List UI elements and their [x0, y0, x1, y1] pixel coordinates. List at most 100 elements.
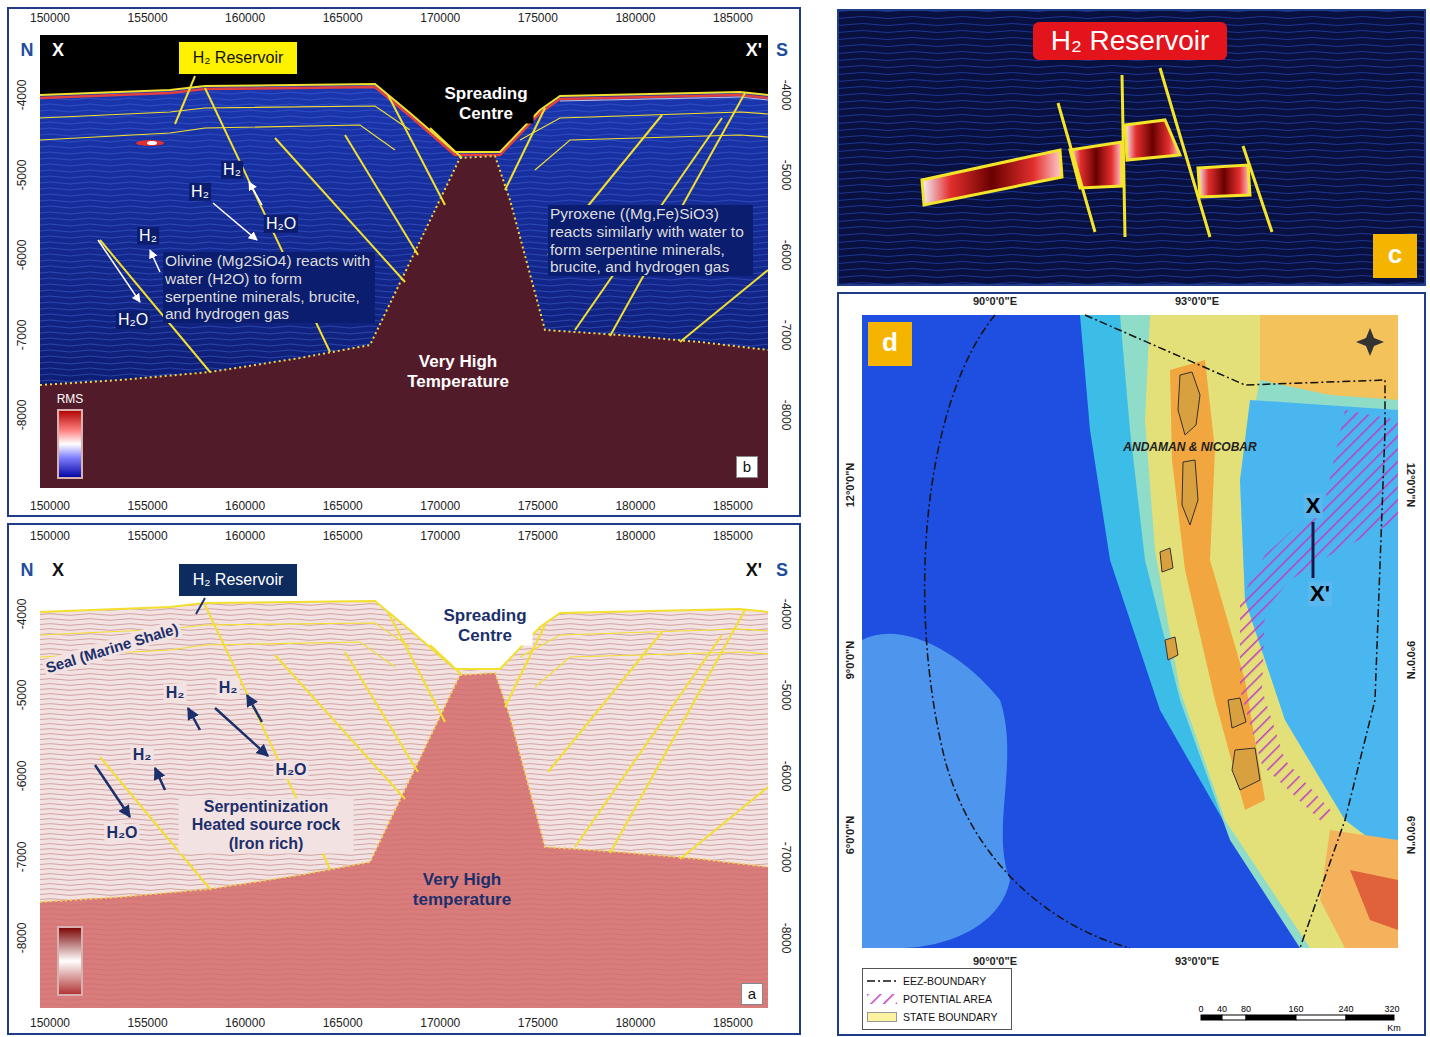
legend-text: POTENTIAL AREA: [903, 993, 992, 1005]
depth-label: -7000: [778, 840, 792, 875]
depth-label: -7000: [16, 318, 30, 353]
location-map-part-part: [1165, 637, 1178, 660]
colorbar-label: RMS: [55, 393, 86, 407]
axis-tick-label: 160000: [223, 12, 267, 26]
seismic-section-rms-part: [40, 156, 768, 385]
location-map-part-part: [1296, 1015, 1346, 1020]
hatch-sample: [867, 994, 897, 1004]
location-map-part: [1145, 315, 1398, 948]
reservoir-closeup-part-part: [1198, 165, 1250, 197]
location-map-part: [1240, 410, 1398, 822]
layer-label: Seal (Marine Shale): [42, 619, 182, 677]
boundary-line-sample: [867, 976, 897, 986]
seismic-section-rms-part: [175, 76, 195, 124]
node-text: H₂ Reservoir: [193, 570, 284, 589]
depth-label: -5000: [16, 158, 30, 193]
location-map: [838, 293, 1425, 1035]
axis-tick-label: 155000: [126, 500, 170, 514]
seismic-section-rms-part: [40, 87, 768, 155]
hatch-sample: [867, 994, 897, 1004]
seismic-section-rms-part: [40, 84, 768, 488]
reservoir-tag: H₂ Reservoir: [1033, 22, 1228, 60]
axis-tick-label: 165000: [321, 530, 365, 544]
reservoir-closeup-part-part: [1058, 103, 1095, 232]
scale-number: 0: [1196, 1004, 1205, 1014]
compass-letter: S: [774, 40, 790, 61]
location-map-part: [1350, 870, 1398, 930]
depth-label: -6000: [16, 759, 30, 794]
seismic-section-amplitude-part-part: [40, 601, 768, 889]
location-map-part: [1356, 328, 1384, 356]
node-text: d: [878, 327, 902, 358]
location-map-part: [925, 315, 1385, 948]
location-map-part-part: [1182, 460, 1198, 525]
depth-label: -6000: [778, 238, 792, 273]
depth-label: -8000: [778, 921, 792, 956]
process-note: Serpentinization Heated source rock (Iro…: [179, 798, 354, 853]
flow-label: H₂O: [264, 215, 298, 233]
flow-label: H₂: [189, 183, 211, 201]
location-map-part: [862, 634, 1010, 948]
seismic-section-rms-part: [40, 84, 768, 372]
flow-label: H₂: [131, 746, 154, 764]
compass-letter: N: [19, 560, 36, 581]
section-end-label: X: [1304, 493, 1323, 518]
axis-tick-label: 185000: [711, 500, 755, 514]
legend-row: EEZ-BOUNDARY: [867, 972, 1007, 990]
depth-label: -4000: [778, 78, 792, 113]
scale-unit: Km: [1385, 1023, 1403, 1033]
axis-tick-label: 175000: [516, 12, 560, 26]
seismic-section-rms-part-part: [150, 250, 160, 272]
seismic-section-amplitude-part-part: [247, 695, 262, 722]
location-map-part: [1320, 830, 1398, 948]
reservoir-closeup: [838, 10, 1425, 285]
seismic-section-amplitude-part-part: [155, 768, 165, 790]
axis-tick-label: 185000: [711, 1017, 755, 1031]
location-map-part-part: [925, 315, 1130, 948]
seismic-section-amplitude-part-part: [40, 601, 768, 1008]
flow-label: H₂O: [116, 311, 150, 329]
seismic-section-amplitude-part-part: [58, 927, 82, 995]
scale-number: 40: [1215, 1004, 1229, 1014]
axis-tick-label: 150000: [28, 530, 72, 544]
seismic-section-rms-part-part: [98, 240, 140, 302]
latitude-label: 9°0'0"N: [1405, 639, 1418, 682]
node-text: b: [743, 458, 751, 476]
latitude-label: 12°0'0"N: [1405, 461, 1418, 510]
axis-tick-label: 175000: [516, 500, 560, 514]
node-text: H₂ Reservoir: [193, 48, 284, 67]
legend-text: EEZ-BOUNDARY: [903, 975, 986, 987]
axis-tick-label: 165000: [321, 12, 365, 26]
reservoir-closeup-part: [839, 11, 1424, 284]
axis-tick-label: 160000: [223, 500, 267, 514]
flow-label: H₂O: [104, 824, 139, 842]
seismic-section-amplitude-part-part: [215, 708, 268, 756]
flow-label: H₂: [137, 227, 159, 245]
seismic-section-rms-part: [58, 410, 82, 478]
reservoir-closeup-part-part: [1160, 68, 1210, 237]
axis-tick-label: 165000: [321, 500, 365, 514]
axis-tick-label: 155000: [126, 12, 170, 26]
latitude-label: 12°0'0"N: [844, 461, 857, 510]
reservoir-closeup-part-part: [1070, 142, 1122, 188]
axis-tick-label: 185000: [711, 530, 755, 544]
axis-tick-label: 160000: [223, 1017, 267, 1031]
seismic-section-rms-part: [560, 97, 768, 101]
location-map-part: [862, 315, 1398, 948]
legend-row: STATE BOUNDARY: [867, 1008, 1007, 1026]
location-map-part-part: [1085, 315, 1385, 948]
compass-letter: N: [19, 40, 36, 61]
depth-label: -4000: [778, 597, 792, 632]
panel-badge: b: [736, 456, 758, 478]
axis-tick-label: 165000: [321, 1017, 365, 1031]
longitude-label: 93°0'0"E: [1173, 955, 1221, 968]
seismic-section-rms-part: [40, 156, 768, 488]
legend-row: POTENTIAL AREA: [867, 990, 1007, 1008]
reservoir-closeup-part-part: [922, 150, 1062, 205]
longitude-label: 90°0'0"E: [971, 295, 1019, 308]
boundary-line-sample: [867, 980, 897, 982]
location-map-part-part: [1346, 1015, 1394, 1020]
seismic-section-rms-part: [8, 8, 800, 516]
